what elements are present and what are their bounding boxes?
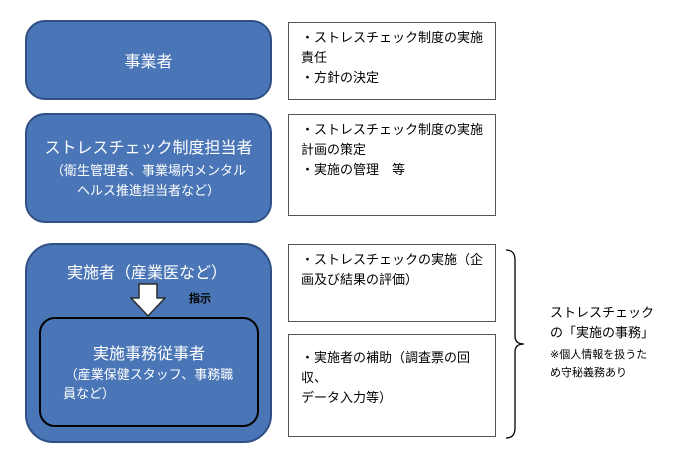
bracket-note-line: の「実施の事務」 [550, 326, 655, 341]
description-line: ・ストレスチェックの実施（企 [301, 253, 484, 268]
role-title: ストレスチェック制度担当者 [44, 138, 253, 157]
description-box-implementer: ・ストレスチェックの実施（企 画及び結果の評価） [288, 244, 496, 322]
right-brace-icon [505, 249, 525, 439]
role-box-implementer: 実施者（産業医など） 指示 実施事務従事者 （産業保健スタッフ、事務職 員など） [25, 243, 272, 443]
role-title: 事業者 [124, 52, 173, 71]
down-arrow-icon [130, 283, 166, 317]
description-line: 責任 [301, 51, 328, 66]
description-box-clerical-staff: ・実施者の補助（調査票の回収、 データ入力等） [288, 334, 496, 437]
role-box-clerical-staff: 実施事務従事者 （産業保健スタッフ、事務職 員など） [39, 317, 259, 427]
inner-subtitle: （産業保健スタッフ、事務職 [64, 368, 234, 383]
role-subtitle: （衛生管理者、事業場内メンタル [50, 164, 246, 179]
description-box-program-manager: ・ストレスチェック制度の実施 計画の策定 ・実施の管理 等 [288, 114, 496, 216]
bracket-note-line: ストレスチェック [550, 306, 655, 321]
role-box-program-manager: ストレスチェック制度担当者 （衛生管理者、事業場内メンタル ヘルス推進担当者など… [25, 113, 272, 223]
description-line: ・実施者の補助（調査票の回収、 [301, 351, 471, 386]
role-title: 実施者（産業医など） [67, 263, 228, 282]
description-box-employer: ・ストレスチェック制度の実施 責任 ・方針の決定 [288, 22, 496, 100]
description-line: 計画の策定 [301, 143, 367, 158]
description-line: ・ストレスチェック制度の実施 [301, 123, 484, 138]
instruction-label: 指示 [189, 292, 211, 305]
bracket-note-footnote: ※個人情報を扱うた [550, 348, 648, 361]
description-line: ・方針の決定 [301, 71, 380, 86]
bracket-note-footnote: め守秘義務あり [550, 366, 627, 379]
role-box-employer: 事業者 [25, 20, 272, 100]
inner-title: 実施事務従事者 [92, 344, 205, 363]
bracket-note: ストレスチェック の「実施の事務」 ※個人情報を扱うた め守秘義務あり [534, 304, 679, 382]
description-line: ・ストレスチェック制度の実施 [301, 31, 484, 46]
description-line: ・実施の管理 等 [301, 163, 406, 178]
inner-subtitle: 員など） [63, 387, 116, 402]
role-subtitle: ヘルス推進担当者など） [76, 184, 220, 199]
description-line: 画及び結果の評価） [301, 273, 419, 288]
description-line: データ入力等） [301, 391, 393, 406]
